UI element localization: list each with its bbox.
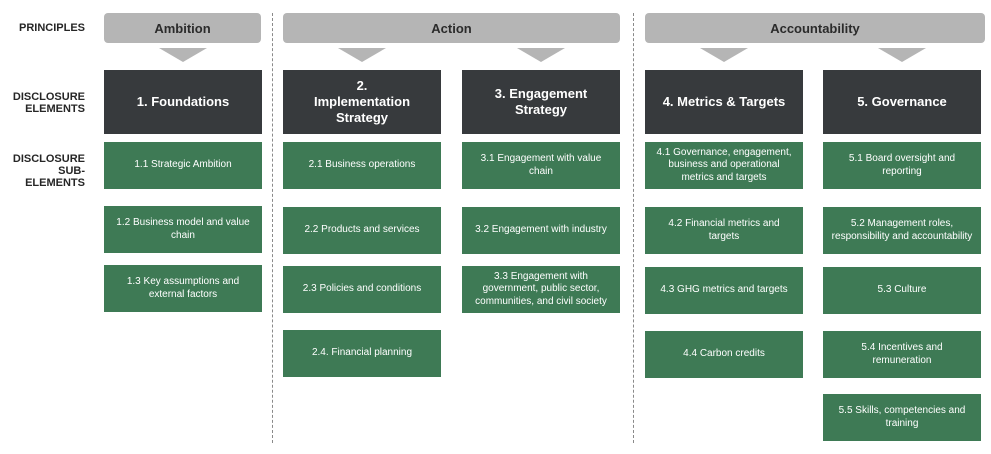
- arrow-down-icon: [159, 48, 207, 62]
- sub-element-3-2: 3.2 Engagement with industry: [462, 207, 620, 254]
- divider-action-accountability: [633, 13, 634, 443]
- principle-ambition: Ambition: [104, 13, 261, 43]
- sub-element-2-2: 2.2 Products and services: [283, 207, 441, 254]
- principles-row-label: PRINCIPLES: [18, 22, 85, 34]
- sub-element-5-5: 5.5 Skills, competencies and training: [823, 394, 981, 441]
- disclosure-sub-elements-row-label: DISCLOSURE SUB-ELEMENTS: [12, 153, 85, 189]
- sub-element-1-2: 1.2 Business model and value chain: [104, 206, 262, 253]
- sub-element-5-1: 5.1 Board oversight and reporting: [823, 142, 981, 189]
- sub-element-1-3: 1.3 Key assumptions and external factors: [104, 265, 262, 312]
- sub-element-3-3: 3.3 Engagement with government, public s…: [462, 266, 620, 313]
- sub-element-4-1: 4.1 Governance, engagement, business and…: [645, 142, 803, 189]
- sub-element-3-1: 3.1 Engagement with value chain: [462, 142, 620, 189]
- sub-element-5-4: 5.4 Incentives and remuneration: [823, 331, 981, 378]
- sub-element-4-4: 4.4 Carbon credits: [645, 331, 803, 378]
- sub-element-2-4: 2.4. Financial planning: [283, 330, 441, 377]
- sub-element-5-3: 5.3 Culture: [823, 267, 981, 314]
- principle-accountability: Accountability: [645, 13, 985, 43]
- element-implementation-strategy: 2. Implementation Strategy: [283, 70, 441, 134]
- sub-element-2-1: 2.1 Business operations: [283, 142, 441, 189]
- arrow-down-icon: [517, 48, 565, 62]
- element-governance: 5. Governance: [823, 70, 981, 134]
- divider-ambition-action: [272, 13, 273, 443]
- sub-element-4-2: 4.2 Financial metrics and targets: [645, 207, 803, 254]
- disclosure-elements-row-label: DISCLOSURE ELEMENTS: [12, 91, 85, 115]
- sub-element-1-1: 1.1 Strategic Ambition: [104, 142, 262, 189]
- element-metrics-targets: 4. Metrics & Targets: [645, 70, 803, 134]
- arrow-down-icon: [700, 48, 748, 62]
- sub-element-4-3: 4.3 GHG metrics and targets: [645, 267, 803, 314]
- sub-element-5-2: 5.2 Management roles, responsibility and…: [823, 207, 981, 254]
- arrow-down-icon: [338, 48, 386, 62]
- element-foundations: 1. Foundations: [104, 70, 262, 134]
- principle-action: Action: [283, 13, 620, 43]
- arrow-down-icon: [878, 48, 926, 62]
- sub-element-2-3: 2.3 Policies and conditions: [283, 266, 441, 313]
- element-engagement-strategy: 3. Engagement Strategy: [462, 70, 620, 134]
